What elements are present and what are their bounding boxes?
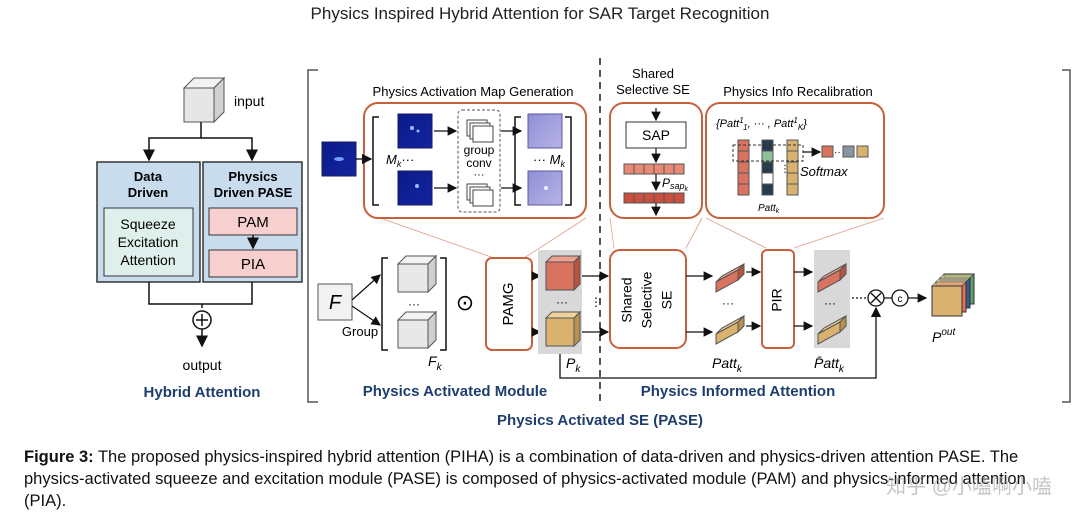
psap-label: Psapk xyxy=(662,176,689,193)
hybrid-attention-caption: Hybrid Attention xyxy=(144,384,261,401)
hybrid-attention-panel: input Data Driven Squeeze Excitation Att… xyxy=(96,76,303,401)
conv-kernels-bottom xyxy=(466,183,494,207)
feature-f-box xyxy=(317,283,353,321)
physics-activated-module: F Group ··· Fk ⊙ PAMG ·· xyxy=(317,250,582,400)
pamg-title: Physics Activation Map Generation xyxy=(373,84,574,99)
pase-bracket-right xyxy=(1062,69,1071,403)
group-conv-dots: ··· xyxy=(474,169,485,181)
physics-map-1 xyxy=(397,113,433,149)
patt-column-red xyxy=(737,139,750,196)
dots-between-modules: ⋮ xyxy=(590,295,602,309)
sap-vector-2 xyxy=(623,192,685,204)
pia-label: PIA xyxy=(241,256,265,273)
hadamard-operator: ⊙ xyxy=(456,290,474,315)
pamg-block xyxy=(485,257,533,351)
svg-text:··: ·· xyxy=(834,147,841,158)
mk-right-label: ··· Mk xyxy=(533,152,565,169)
data-driven-label-1: Data xyxy=(134,169,163,184)
pir-label: PIR xyxy=(769,288,785,311)
sap-label: SAP xyxy=(642,127,670,143)
physics-driven-label-1: Physics xyxy=(228,169,277,184)
conv-kernels-top xyxy=(466,119,494,143)
figure-caption-label: Figure 3: xyxy=(24,448,94,466)
figure-title: Physics Inspired Hybrid Attention for SA… xyxy=(310,4,770,23)
patt-label: Pattk xyxy=(712,355,743,375)
watermark: 知乎 @小嗑啊小嗑 xyxy=(886,476,1052,498)
patt-row-dots: ··· xyxy=(722,296,734,310)
pout-label: Pout xyxy=(932,327,956,345)
physics-driven-label-2: Driven PASE xyxy=(214,185,293,200)
se-attention-box xyxy=(103,207,194,277)
softmax-label: Softmax xyxy=(800,164,848,179)
group-conv-label-1: group xyxy=(464,143,495,157)
group-conv-label-2: conv xyxy=(466,156,491,170)
patt-bar-red-recal xyxy=(817,262,847,293)
data-driven-label-2: Driven xyxy=(128,185,169,200)
patt-set-label: {Patt11, ··· , Patt1K} xyxy=(716,116,807,132)
input-cube xyxy=(182,76,226,124)
patt-bar-row-dots: ··· xyxy=(824,296,836,310)
shared-se-block-label-3: SE xyxy=(659,291,675,310)
mk-left-label: Mk··· xyxy=(386,152,414,169)
patt-bar-red xyxy=(715,262,745,293)
shared-se-detail: Shared Selective SE SAP Psapk xyxy=(609,66,703,249)
output-label: output xyxy=(183,357,222,373)
se-label-1: Squeeze xyxy=(120,216,175,232)
shared-se-detail-frame xyxy=(609,102,703,219)
fk-cube-bottom xyxy=(396,310,438,350)
figure-caption: Figure 3: The proposed physics-inspired … xyxy=(24,446,1064,512)
pk-cube-red xyxy=(544,254,582,292)
sap-box xyxy=(625,121,687,149)
pam-label: PAM xyxy=(237,214,268,231)
patt-bar-label: P̄attk xyxy=(814,355,845,375)
pout-cube xyxy=(930,273,976,317)
patt-bar-tan-recal xyxy=(817,314,847,345)
feature-f-label: F xyxy=(329,292,343,314)
selected-row-outline xyxy=(732,144,804,162)
pir-block xyxy=(761,249,795,349)
concat-label: c xyxy=(898,294,903,305)
recal-detail-frame xyxy=(705,102,885,219)
recalibration-detail: Physics Info Recalibration {Patt11, ··· … xyxy=(705,84,885,249)
pk-label: Pk xyxy=(566,355,581,375)
input-label: input xyxy=(234,93,264,109)
shared-se-title-2: Selective SE xyxy=(616,82,690,97)
pase-bracket-left xyxy=(307,69,318,403)
se-label-3: Attention xyxy=(120,252,175,268)
softmax-output: ·· xyxy=(821,145,869,158)
architecture-diagram: input Data Driven Squeeze Excitation Att… xyxy=(96,58,1071,429)
se-label-2: Excitation xyxy=(118,234,179,250)
pamg-label: PAMG xyxy=(500,282,517,325)
pase-caption: Physics Activated SE (PASE) xyxy=(497,412,703,429)
fk-label: Fk xyxy=(428,353,443,373)
sap-vector-1 xyxy=(623,163,685,175)
patt-column-tan xyxy=(786,139,799,196)
patt-bar-tan xyxy=(715,314,745,345)
physics-map-2 xyxy=(397,170,433,206)
pia-box xyxy=(208,249,298,278)
patt-k-label: Pattk xyxy=(758,203,780,215)
shared-se-block-label-1: Shared xyxy=(619,277,635,322)
activated-map-1 xyxy=(527,113,563,149)
pk-cube-tan xyxy=(544,310,582,348)
physics-activated-module-caption: Physics Activated Module xyxy=(363,383,548,400)
recal-title: Physics Info Recalibration xyxy=(723,84,873,99)
fk-cube-top xyxy=(396,254,438,294)
shared-se-title-1: Shared xyxy=(632,66,674,81)
physics-informed-attention: ⋮ Shared Selective SE ··· Pattk PIR xyxy=(559,249,976,400)
patt-dots: ⋮ xyxy=(780,164,790,175)
patt-column-navy xyxy=(761,139,774,196)
physics-informed-attention-caption: Physics Informed Attention xyxy=(641,383,835,400)
pam-box xyxy=(208,207,298,236)
shared-se-block xyxy=(609,249,687,349)
pk-dots: ··· xyxy=(556,295,568,309)
pamg-detail: Physics Activation Map Generation Mk··· … xyxy=(321,84,587,259)
shared-se-block-label-2: Selective xyxy=(639,271,655,328)
fk-dots: ··· xyxy=(408,297,420,311)
figure-caption-text: The proposed physics-inspired hybrid att… xyxy=(24,448,1026,510)
group-label: Group xyxy=(342,324,378,339)
